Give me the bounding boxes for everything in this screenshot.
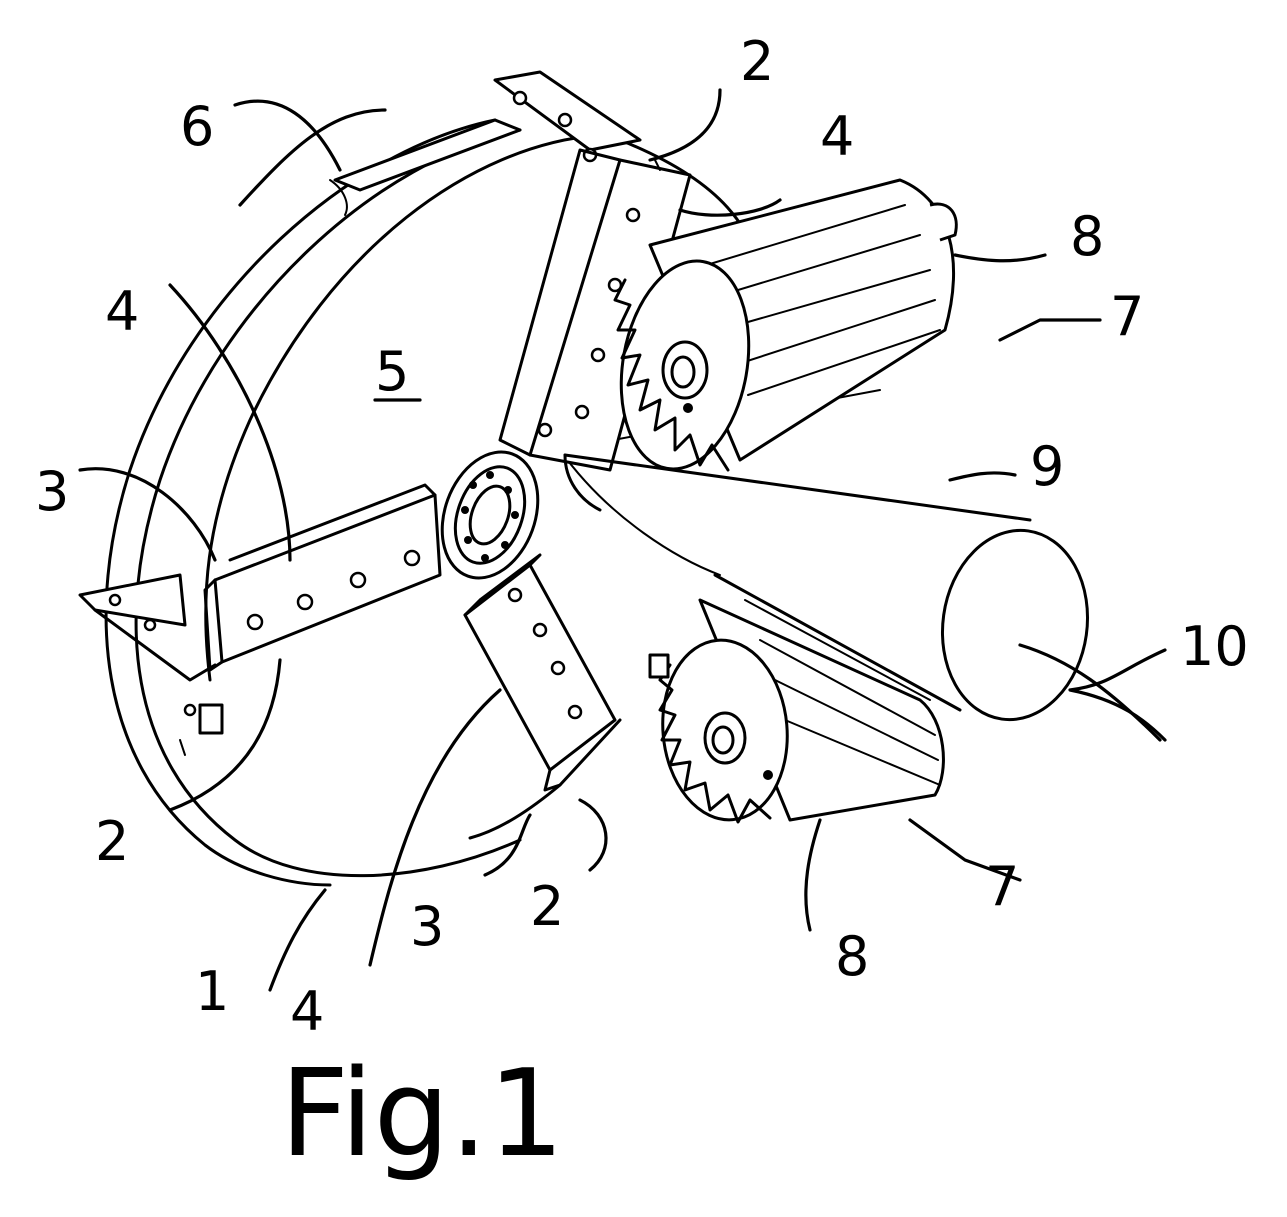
leader-9	[950, 473, 1015, 480]
label-8-top: 8	[1070, 205, 1104, 268]
leader-8-top	[955, 255, 1045, 261]
label-1: 1	[195, 960, 229, 1023]
label-4-top: 4	[820, 105, 854, 168]
leader-1	[270, 890, 325, 990]
left-blade-holder	[80, 485, 440, 755]
leader-8-bottom	[806, 820, 820, 930]
label-3-bottom: 3	[410, 895, 444, 958]
label-3-left: 3	[35, 460, 69, 523]
lower-roller	[650, 600, 943, 825]
label-4-bottom: 4	[290, 980, 324, 1043]
leader-4-left	[170, 285, 290, 560]
label-7-top: 7	[1110, 285, 1144, 348]
bottom-blade-holder	[465, 555, 620, 838]
leader-7-top	[1000, 320, 1100, 340]
leader-2-top	[650, 90, 720, 160]
label-8-bottom: 8	[835, 925, 869, 988]
leader-10	[1070, 650, 1165, 740]
leader-3-left	[80, 469, 215, 560]
label-2-bottom: 2	[530, 875, 564, 938]
hub-bearing	[425, 439, 554, 592]
label-10: 10	[1180, 615, 1249, 678]
label-5: 5	[375, 340, 409, 403]
leader-4-top	[680, 200, 780, 215]
leader-2-left	[170, 660, 280, 810]
label-4-left: 4	[105, 280, 139, 343]
label-6: 6	[180, 95, 214, 158]
label-9: 9	[1030, 435, 1064, 498]
label-2-left: 2	[95, 810, 129, 873]
leader-2-bottom	[580, 800, 606, 870]
leader-6a	[235, 101, 340, 170]
label-2-top: 2	[740, 30, 774, 93]
figure-caption: Fig.1	[280, 1045, 564, 1184]
label-7-bottom: 7	[985, 855, 1019, 918]
leader-6b	[240, 110, 385, 205]
